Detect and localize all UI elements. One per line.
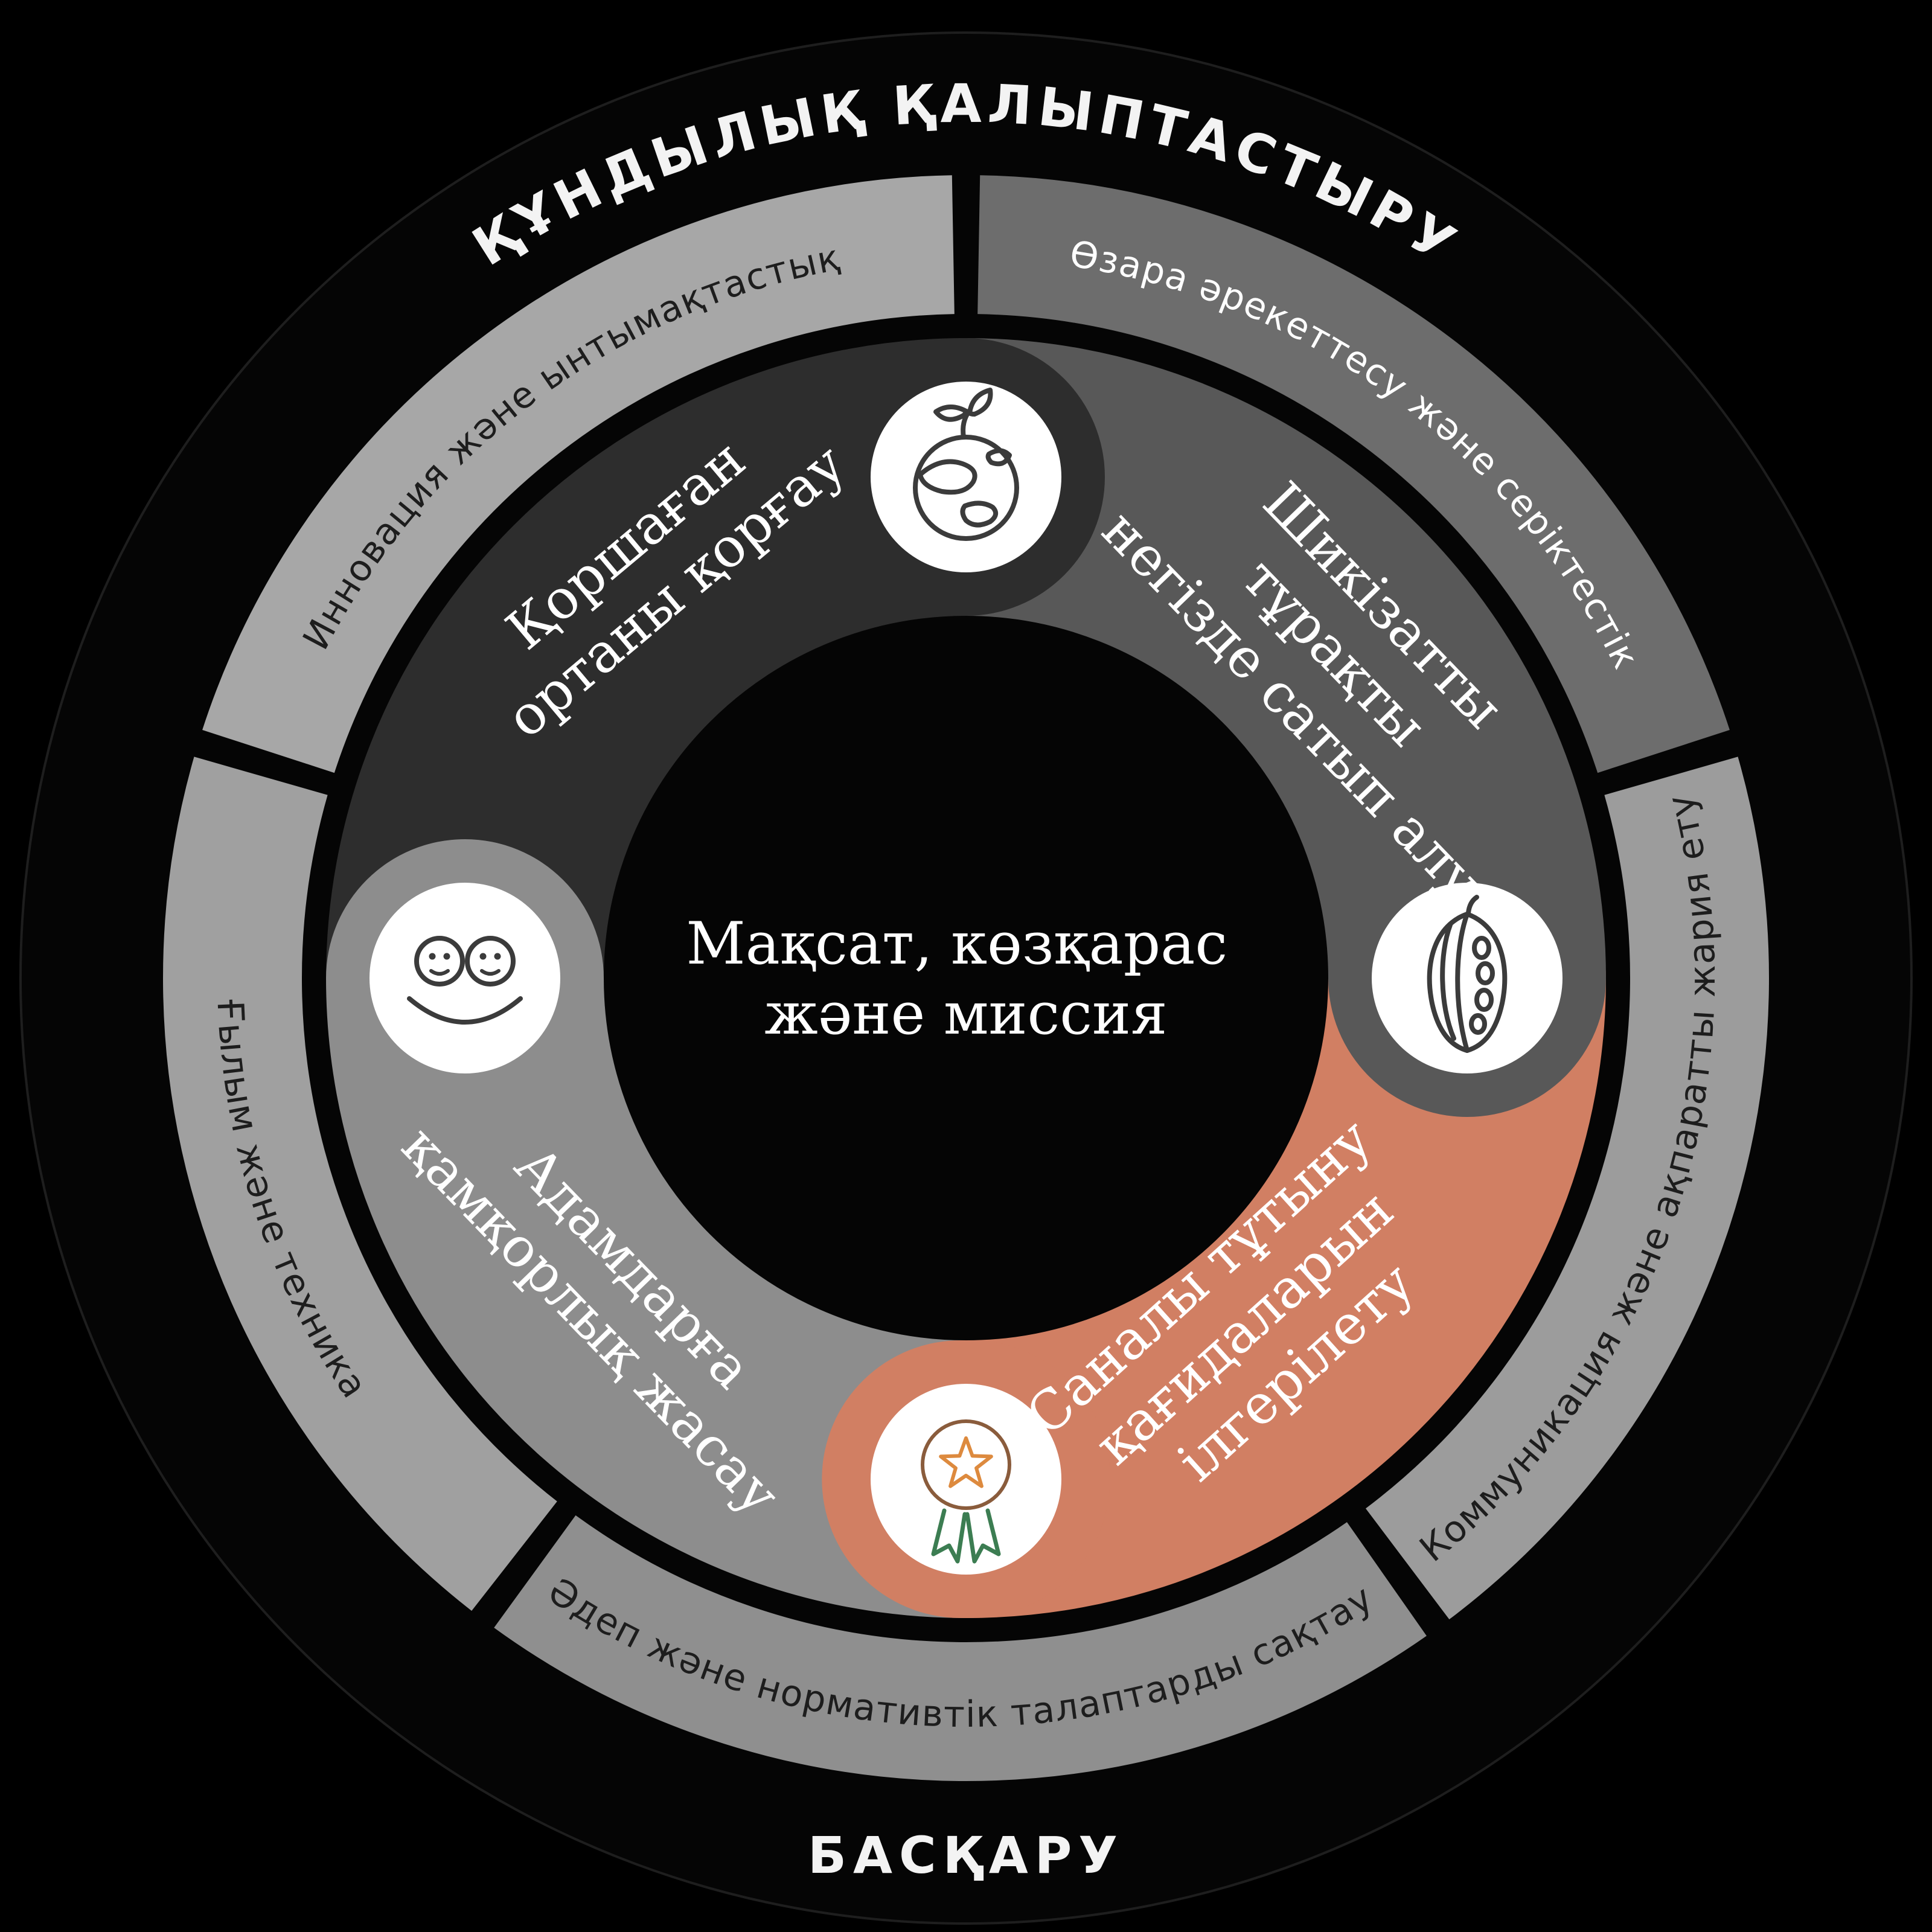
icon-disc: [871, 382, 1061, 572]
rosette-circle: [921, 1419, 1011, 1510]
sprout-leaf: [933, 405, 970, 422]
ring-segment-communication: [1365, 756, 1769, 1620]
icon-disc: [369, 883, 560, 1073]
pod-ridge: [1440, 923, 1456, 1041]
center-title: Мақсат, көзқарас және миссия: [686, 910, 1246, 1048]
ring-segment-interaction: [977, 175, 1730, 773]
ribbon-tail: [965, 1508, 1001, 1564]
pod-seam: [1455, 912, 1470, 1053]
ribbon-tail: [931, 1508, 967, 1564]
outer-faint-circle: [19, 31, 1913, 1925]
ring-segment-ethics: [494, 1515, 1427, 1781]
people-care-icon: [369, 883, 560, 1073]
outer-label-bottom: БАСҚАРУ: [808, 1826, 1124, 1885]
cocoa-bean: [1472, 936, 1491, 960]
mouth: [480, 969, 501, 976]
cocoa-bean: [1476, 961, 1495, 985]
eye: [443, 953, 450, 960]
continent: [918, 459, 977, 495]
ring-segment-innovation: [202, 175, 955, 773]
earth-leaf-icon: [871, 382, 1061, 572]
continent: [960, 501, 999, 528]
award-ribbon-icon: [871, 1384, 1061, 1575]
cocoa-bean: [1469, 1013, 1487, 1035]
core-donut: [326, 338, 1606, 1618]
cocoa-pod-icon: [1372, 883, 1563, 1073]
eye: [494, 953, 501, 960]
pod-stem: [1466, 895, 1479, 915]
middle-ring: [163, 175, 1769, 1781]
embrace-arc: [407, 996, 523, 1025]
sprout-leaf: [967, 388, 993, 417]
face: [414, 936, 465, 987]
face: [465, 936, 516, 987]
eye: [429, 953, 436, 960]
cocoa-bean: [1474, 988, 1494, 1012]
continent: [985, 448, 1012, 467]
ring-segment-science: [163, 756, 557, 1611]
icon-disc: [1372, 883, 1563, 1073]
star: [939, 1436, 993, 1488]
mouth: [429, 969, 450, 976]
eye: [479, 953, 487, 960]
